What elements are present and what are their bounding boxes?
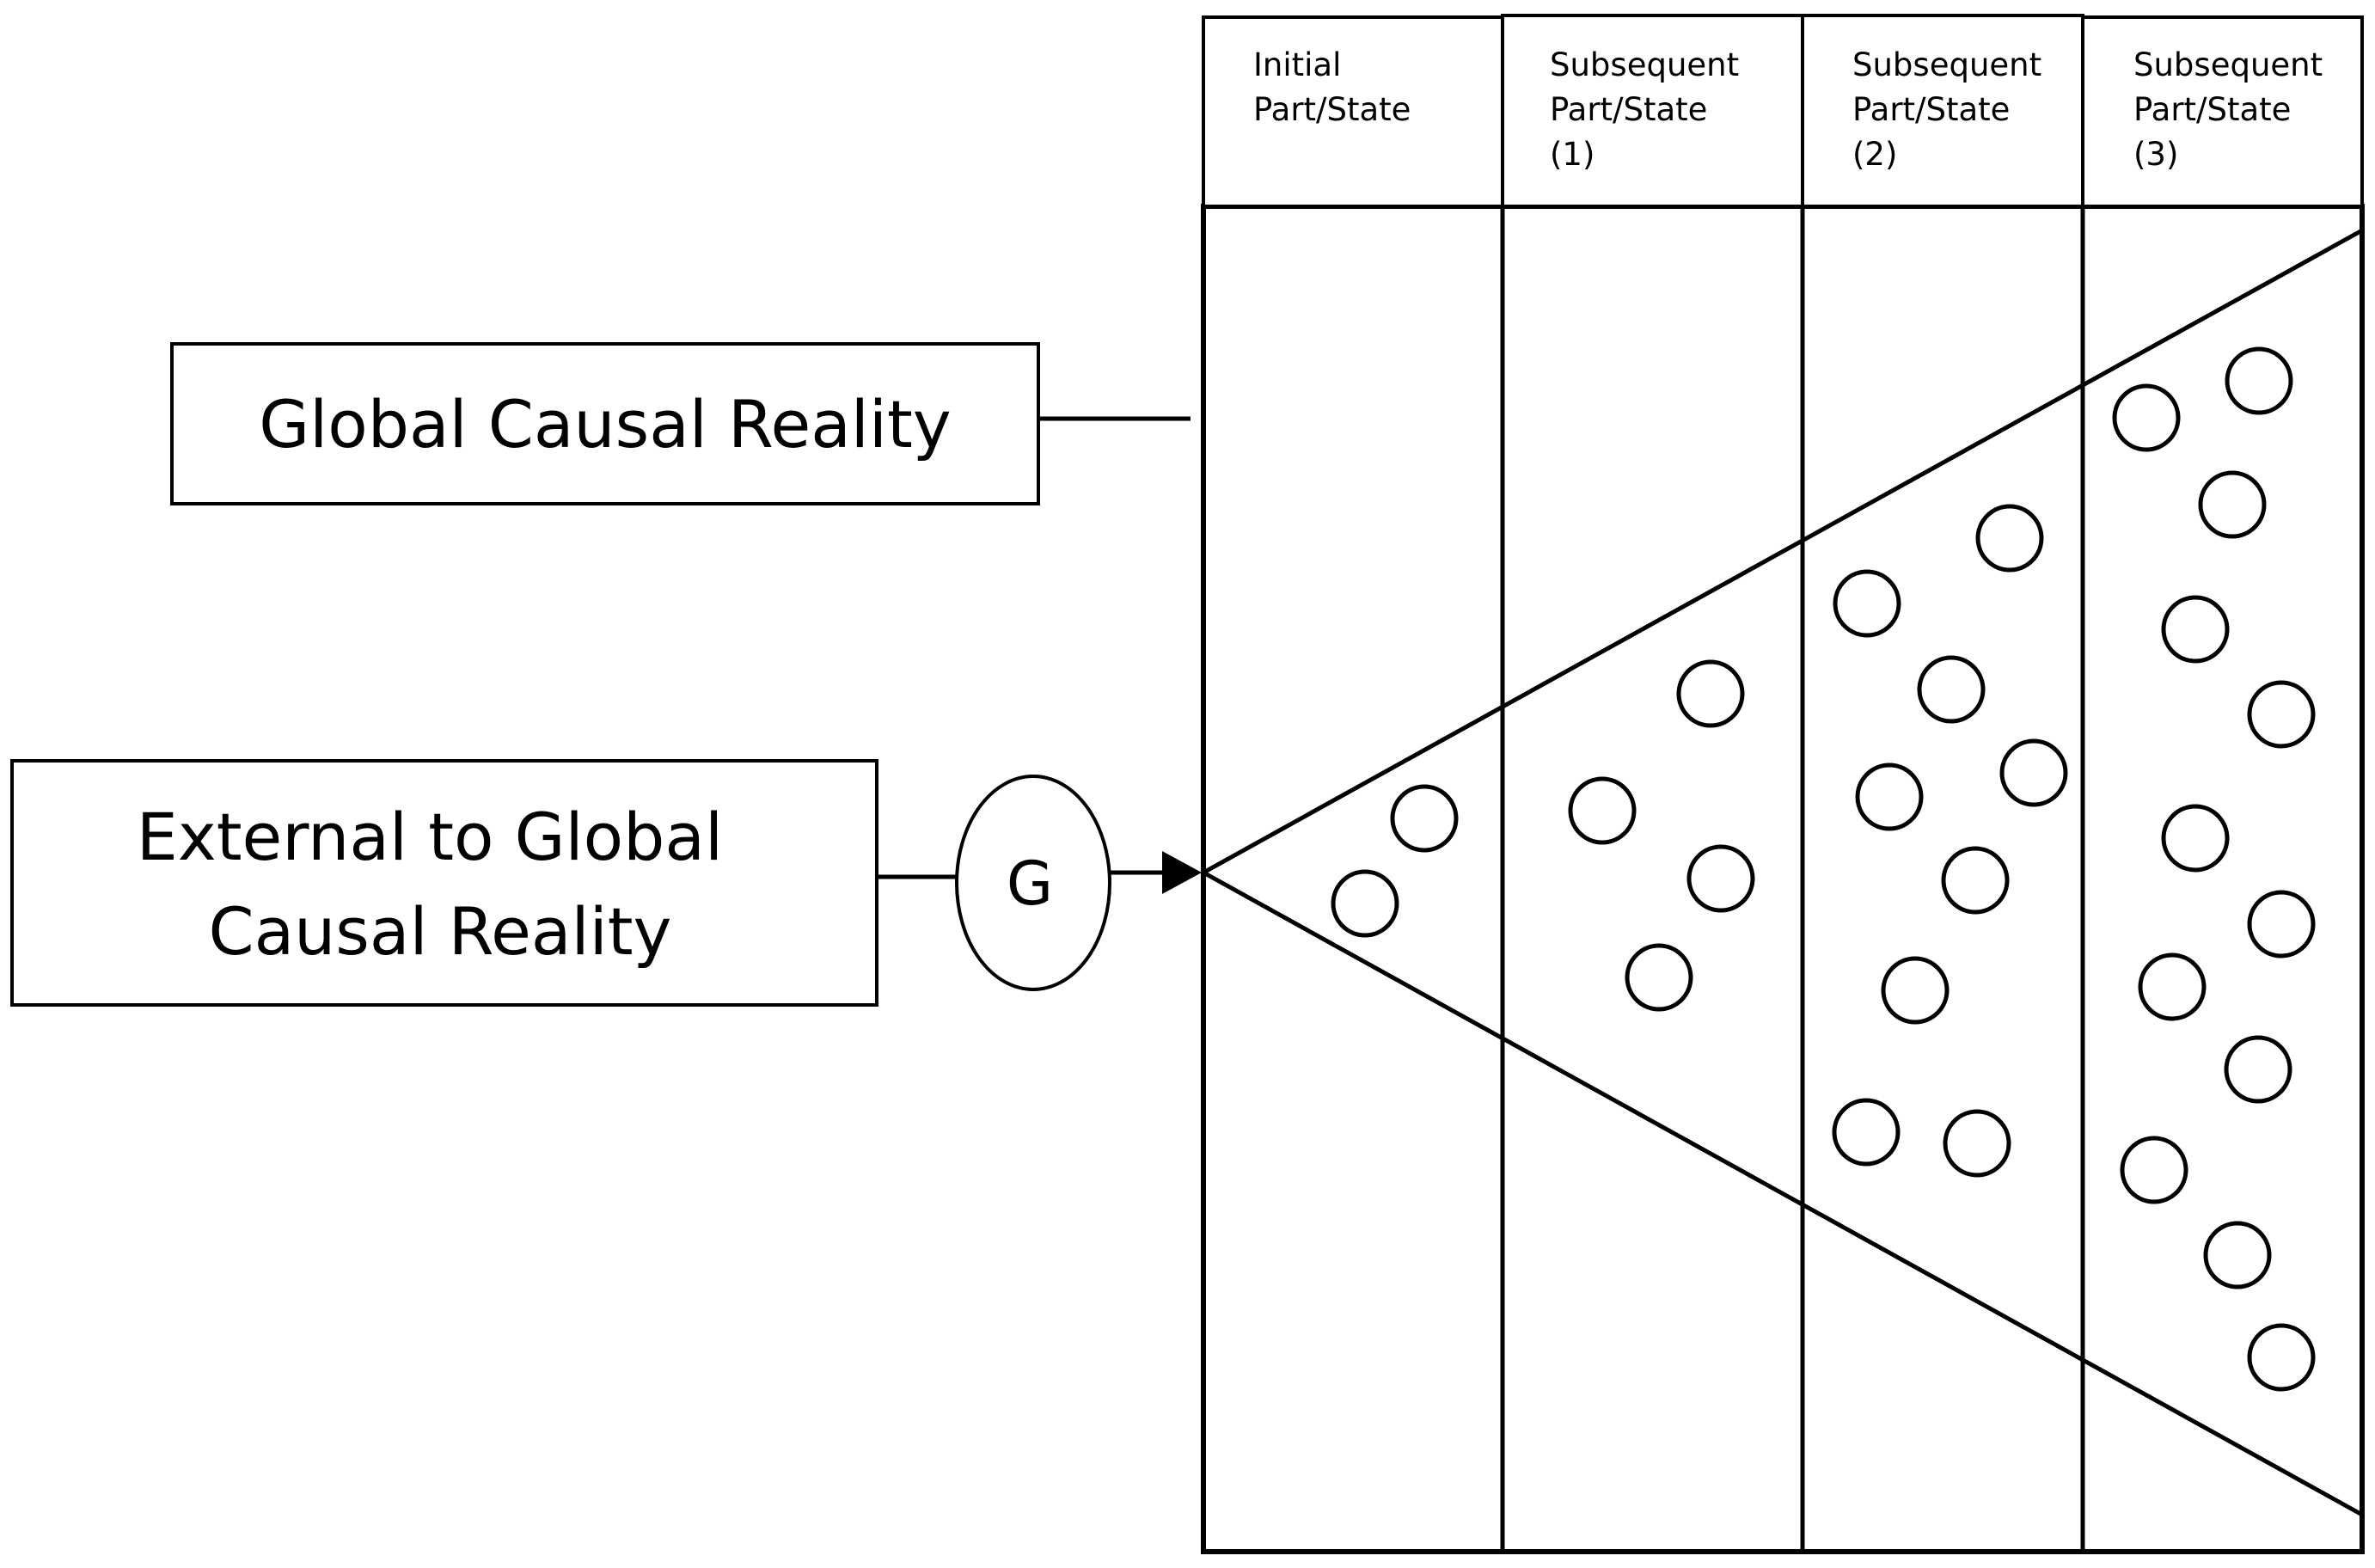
circle-mark [1625,943,1693,1012]
circle-mark [2247,890,2316,959]
header-cell-subsequent-3 [2081,15,2364,208]
g-node [955,775,1111,991]
g-node-label: G [1007,848,1053,919]
circle-mark [1943,1109,2011,1178]
header-label-initial: Initial Part/State [1253,46,1411,128]
external-box [10,759,878,1007]
circle-mark [2120,1136,2188,1204]
arrowhead-icon [1162,851,1202,894]
circle-mark [2247,1323,2316,1392]
global-causal-reality-box [170,342,1040,505]
circle-mark [2161,804,2230,873]
circle-mark [1941,846,2010,915]
circle-mark [1917,655,1986,724]
header-label-subsequent-1: Subsequent Part/State (1) [1550,46,1749,173]
circle-mark [1390,784,1459,853]
header-cell-initial [1202,15,1504,208]
circle-mark [2138,952,2207,1021]
circle-group [1331,346,2316,1392]
circle-mark [2203,1221,2272,1289]
circle-mark [2247,680,2316,749]
cone-lower-edge [1202,870,2364,1517]
circle-mark [2112,383,2181,452]
circle-mark [1881,956,1950,1025]
circle-mark [2198,470,2267,539]
circle-mark [2225,346,2293,415]
circle-mark [1568,776,1637,845]
circle-mark [1855,763,1924,831]
header-label-subsequent-3: Subsequent Part/State (3) [2133,46,2333,173]
global-causal-reality-label: Global Causal Reality [259,386,952,462]
circle-mark [1975,504,2044,573]
circle-mark [2224,1035,2292,1104]
cone-upper-edge [1202,228,2364,875]
header-label-subsequent-2: Subsequent Part/State (2) [1852,46,2052,173]
circle-mark [1999,738,2068,807]
circle-mark [1331,869,1399,938]
circle-mark [1832,1098,1901,1167]
circle-mark [1676,659,1745,728]
circle-mark [1833,569,1901,638]
circle-mark [1686,844,1755,913]
external-label: External to Global Causal Reality [137,799,744,970]
circle-mark [2161,595,2230,664]
header-cell-subsequent-1 [1501,14,1804,208]
